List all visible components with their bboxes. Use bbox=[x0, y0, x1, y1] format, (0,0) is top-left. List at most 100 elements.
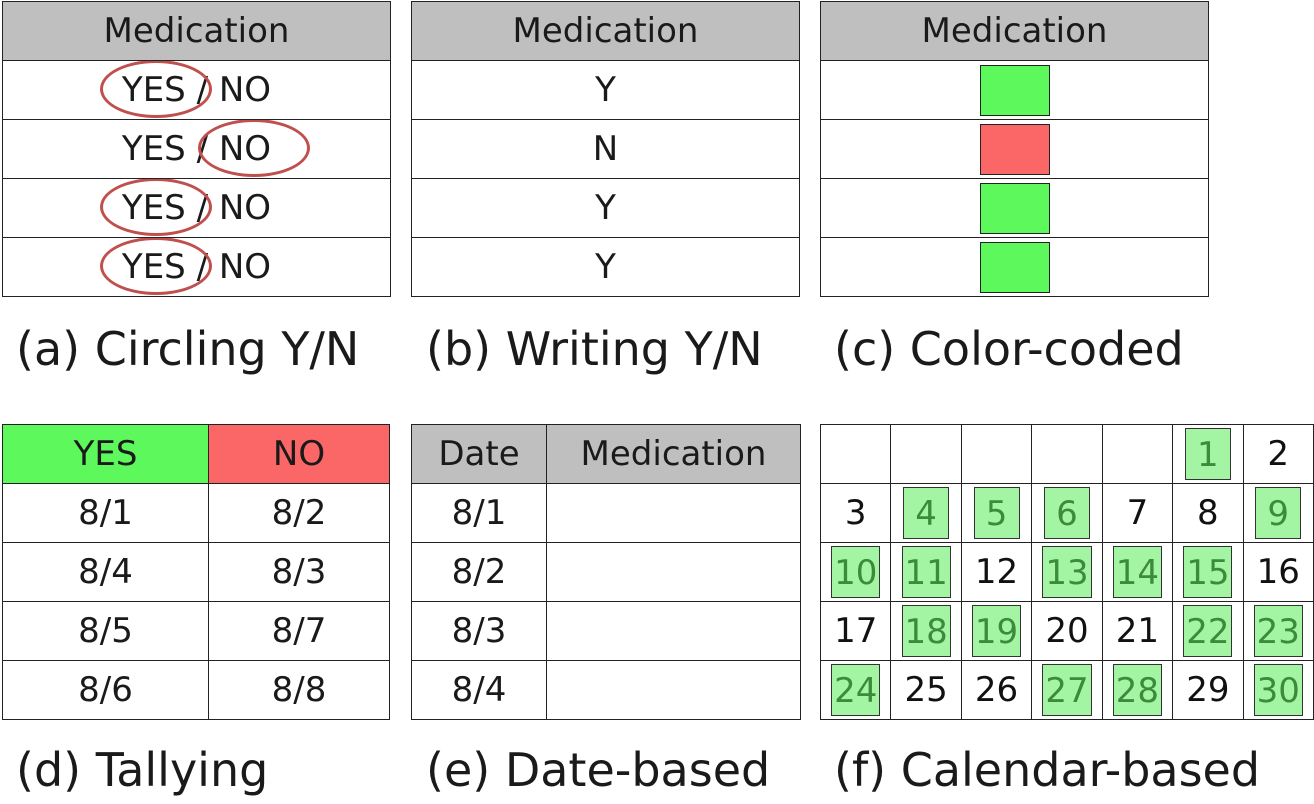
table-row: 8/3 bbox=[411, 601, 801, 661]
yes-no-cell: YES / NO bbox=[2, 119, 391, 179]
calendar-day-cell: 22 bbox=[1172, 601, 1244, 661]
yes-date-cell: 8/4 bbox=[2, 542, 209, 602]
slash-separator: / bbox=[196, 247, 209, 287]
calendar-day: 26 bbox=[974, 670, 1019, 710]
slash-separator: / bbox=[196, 188, 209, 228]
calendar-day: 21 bbox=[1115, 611, 1160, 651]
no-date-cell: 8/7 bbox=[208, 601, 390, 661]
calendar-day-cell: 21 bbox=[1101, 601, 1174, 661]
color-cell bbox=[820, 60, 1209, 120]
calendar-day: 29 bbox=[1186, 670, 1230, 710]
table-row: YES / NO bbox=[2, 178, 391, 238]
slash-separator: / bbox=[196, 129, 209, 169]
date-cell: 8/2 bbox=[411, 542, 547, 602]
calendar-day-cell bbox=[819, 424, 892, 484]
no-date-cell: 8/3 bbox=[208, 542, 390, 602]
calendar-day-cell: 18 bbox=[890, 601, 962, 661]
red-swatch bbox=[979, 123, 1050, 175]
calendar-day-cell: 30 bbox=[1242, 660, 1314, 720]
marked-day: 10 bbox=[831, 546, 881, 598]
yn-letter-cell: Y bbox=[411, 237, 800, 297]
yes-no-choice: YES / NO bbox=[99, 61, 272, 118]
yes-no-choice: YES / NO bbox=[122, 120, 310, 177]
marked-day: 19 bbox=[971, 605, 1022, 657]
yes-no-choice: YES / NO bbox=[99, 238, 272, 295]
caption-calendar: (f) Calendar-based bbox=[834, 743, 1261, 797]
marked-day: 23 bbox=[1253, 605, 1303, 657]
calendar-day: 20 bbox=[1045, 611, 1089, 651]
marked-day: 15 bbox=[1183, 546, 1233, 598]
calendar-day-cell: 25 bbox=[890, 660, 962, 720]
calendar-day-cell: 8 bbox=[1172, 483, 1244, 543]
calendar-day-cell bbox=[1101, 424, 1174, 484]
table-row: YES / NO bbox=[2, 60, 391, 120]
medication-cell bbox=[546, 601, 801, 661]
calendar-day: 16 bbox=[1256, 552, 1300, 592]
marked-day: 11 bbox=[901, 546, 951, 598]
slash-separator: / bbox=[196, 70, 209, 110]
marked-day: 30 bbox=[1253, 664, 1303, 716]
calendar-day-cell: 20 bbox=[1031, 601, 1103, 661]
marked-day: 1 bbox=[1184, 428, 1231, 480]
yes-no-cell: YES / NO bbox=[2, 178, 391, 238]
calendar-day-cell: 13 bbox=[1031, 542, 1103, 602]
yes-date-cell: 8/6 bbox=[2, 660, 209, 720]
calendar-day-cell: 19 bbox=[960, 601, 1033, 661]
yes-option: YES bbox=[121, 247, 186, 287]
no-option: NO bbox=[218, 129, 272, 169]
yes-header: YES bbox=[2, 424, 209, 484]
calendar-day: 12 bbox=[974, 552, 1019, 592]
caption-date-based: (e) Date-based bbox=[426, 743, 771, 797]
no-option: NO bbox=[218, 70, 272, 110]
panel-color-coded: Medication bbox=[820, 1, 1209, 305]
calendar-day-cell: 24 bbox=[819, 660, 892, 720]
calendar-day: 7 bbox=[1126, 493, 1149, 533]
calendar-day-cell: 11 bbox=[890, 542, 962, 602]
yn-letter-cell: Y bbox=[411, 60, 800, 120]
calendar-day-cell: 3 bbox=[819, 483, 892, 543]
calendar-day-cell: 26 bbox=[960, 660, 1033, 720]
table-row bbox=[820, 119, 1209, 179]
table-row: YES / NO bbox=[2, 237, 391, 297]
green-swatch bbox=[979, 182, 1050, 234]
marked-day: 27 bbox=[1042, 664, 1092, 716]
medication-cell bbox=[546, 483, 801, 543]
no-option: NO bbox=[218, 247, 272, 287]
calendar-day-cell: 28 bbox=[1101, 660, 1174, 720]
calendar-day-cell: 29 bbox=[1172, 660, 1244, 720]
calendar-day-cell: 2 bbox=[1242, 424, 1314, 484]
calendar-day-cell: 9 bbox=[1242, 483, 1314, 543]
medication-header: Medication bbox=[820, 1, 1209, 61]
table-row: YES / NO bbox=[2, 119, 391, 179]
table-row: 8/1 bbox=[411, 483, 801, 543]
calendar-day-cell: 5 bbox=[960, 483, 1033, 543]
yes-option: YES bbox=[121, 188, 186, 228]
calendar-day-cell: 7 bbox=[1101, 483, 1174, 543]
calendar-day: 25 bbox=[904, 670, 948, 710]
green-swatch bbox=[979, 241, 1050, 293]
caption-writing: (b) Writing Y/N bbox=[426, 322, 763, 376]
marked-day: 24 bbox=[831, 664, 881, 716]
calendar-day-cell bbox=[1031, 424, 1103, 484]
calendar-day-cell: 14 bbox=[1101, 542, 1174, 602]
calendar-day-cell: 1 bbox=[1172, 424, 1244, 484]
table-row: N bbox=[411, 119, 800, 179]
color-cell bbox=[820, 119, 1209, 179]
marked-day: 5 bbox=[973, 487, 1020, 539]
no-date-cell: 8/8 bbox=[208, 660, 390, 720]
marked-day: 18 bbox=[901, 605, 951, 657]
yn-letter-cell: N bbox=[411, 119, 800, 179]
calendar-day-cell: 4 bbox=[890, 483, 962, 543]
no-header: NO bbox=[208, 424, 390, 484]
medication-header: Medication bbox=[546, 424, 801, 484]
table-row: 8/2 bbox=[411, 542, 801, 602]
